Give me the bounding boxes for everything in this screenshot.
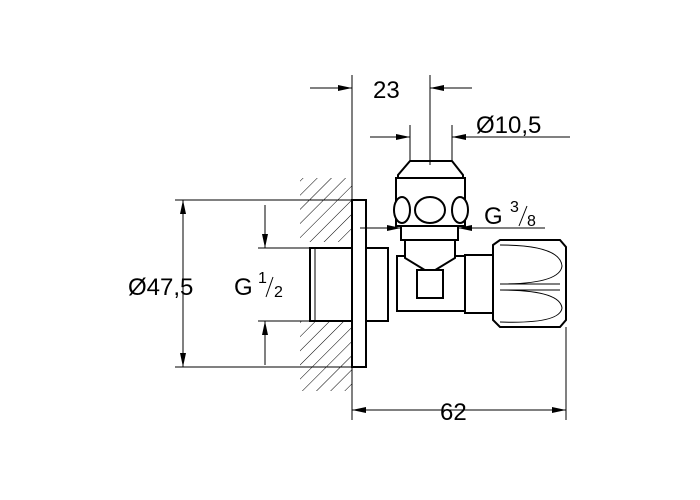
- dim-inlet-thread-den: 2: [274, 284, 283, 301]
- dim-outlet-thread-den: 8: [527, 213, 536, 230]
- dim-width-top: 23: [373, 77, 400, 104]
- wall-hatch: [300, 75, 353, 420]
- dim-outlet-diameter: Ø10,5: [476, 112, 541, 139]
- dim-rosette-diameter: Ø47,5: [128, 274, 193, 301]
- dim-inlet-thread-num: 1: [258, 270, 267, 287]
- valve-body: [309, 160, 567, 368]
- dim-outlet-thread-prefix: G: [484, 203, 503, 230]
- dim-length: 62: [440, 399, 467, 426]
- dim-outlet-thread-num: 3: [510, 199, 519, 216]
- dim-inlet-thread-prefix: G: [234, 274, 253, 301]
- dimension-lines: [175, 75, 570, 420]
